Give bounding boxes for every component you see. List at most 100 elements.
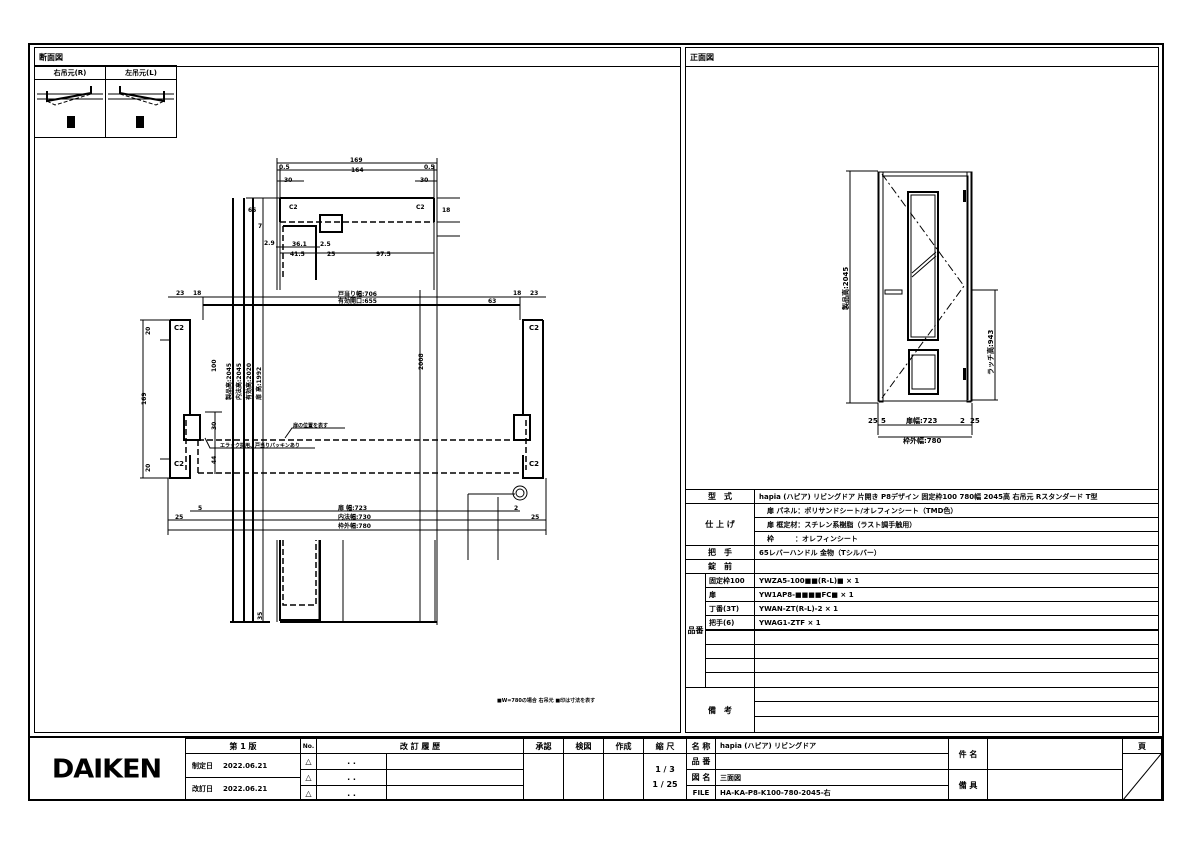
section-drawing: 169 0.5 164 0.5 30 30 65 18 7 2.9 36.1 2… <box>140 157 595 704</box>
dim-label: 23 <box>530 290 538 297</box>
parts-label: 品番 <box>685 573 706 688</box>
name-label: 名 称 <box>686 738 716 754</box>
dim-label: 20 <box>145 464 152 472</box>
dim-label: 扉 幅:723 <box>337 504 367 512</box>
finish-row: 扉 パネル：ポリサンドシート/オレフィンシート（TMD色） <box>754 503 1159 518</box>
dim-label: 2.9 <box>264 240 275 247</box>
annotation-note: エラック採用、戸当りパッキンあり <box>220 442 300 449</box>
dim-label: 5 <box>198 505 202 512</box>
dim-label: 164 <box>351 167 364 174</box>
divider <box>34 137 177 138</box>
page-empty-slash <box>1122 753 1162 801</box>
part-code <box>754 630 1159 645</box>
model-value: hapia (ハピア) リビングドア 片開き P8デザイン 固定枠100 780… <box>754 489 1159 504</box>
approved-label: 承認 <box>523 738 564 754</box>
dim-label: 30 <box>211 422 218 430</box>
revision-history-label: 改 訂 履 歴 <box>316 738 524 754</box>
dim-label: 製品高:2045 <box>841 267 850 311</box>
dim-label: 有効高:2020 <box>245 363 253 400</box>
revision-date: . . <box>316 753 387 770</box>
dim-label: 100 <box>211 359 218 372</box>
dim-label: 25 <box>327 251 335 258</box>
lock-value <box>754 559 1159 574</box>
dim-label: 2.5 <box>320 241 331 248</box>
scale-value: 1 / 3 <box>655 764 675 774</box>
revision-mark-icon: △ <box>300 769 317 786</box>
finish-row: 枠 ：オレフィンシート <box>754 531 1159 546</box>
checked-label: 検図 <box>563 738 604 754</box>
dim-label: 41.5 <box>290 251 305 258</box>
drawn-label: 作成 <box>603 738 644 754</box>
dim-label: 2008 <box>418 353 425 370</box>
part-code <box>754 658 1159 673</box>
dim-label: 内法幅:730 <box>338 513 371 521</box>
chamfer-label: C2 <box>416 204 425 211</box>
head-section-detail: 169 0.5 164 0.5 30 30 65 18 7 2.9 36.1 2… <box>246 157 460 290</box>
part-code: YWAN-ZT(R-L)-2 × 1 <box>754 601 1159 616</box>
drawing-name-value: 三面図 <box>715 769 949 786</box>
subject-value <box>987 738 1123 770</box>
dim-label: 30 <box>284 177 292 184</box>
part-name: 固定枠100 <box>705 573 755 588</box>
chamfer-label: C2 <box>529 460 539 468</box>
revision-content <box>386 753 524 770</box>
handle-label: 把 手 <box>685 545 755 560</box>
drawing-name-label: 図 名 <box>686 769 716 786</box>
section-panel: 断面図 <box>34 47 681 733</box>
established-date: 制定日 2022.06.21 <box>185 753 301 778</box>
revision-content <box>386 769 524 786</box>
finish-row: 扉 框定材：スチレン系樹脂（ラスト調手触用） <box>754 517 1159 532</box>
dim-label: 25 <box>175 514 183 521</box>
finish-label: 仕 上 げ <box>685 503 755 546</box>
name-value: hapia (ハピア) リビングドア <box>715 738 949 754</box>
product-no-value <box>715 753 949 770</box>
hinge-swing-r-icon <box>37 86 103 128</box>
revision-mark-icon: △ <box>300 785 317 801</box>
footnote: ■W=780の場合 右吊元 ■印は寸法を表す <box>497 697 595 704</box>
dim-label: 戸当り幅:706 <box>338 290 377 298</box>
dim-label: 有効開口:655 <box>338 297 377 305</box>
model-label: 型 式 <box>685 489 755 504</box>
dim-label: 枠外幅:780 <box>338 522 371 530</box>
divider <box>35 66 680 67</box>
section-panel-title: 断面図 <box>39 52 63 62</box>
title-block: DAIKEN 第 1 版 制定日 2022.06.21 改訂日 2022.06.… <box>28 736 1164 801</box>
page-label: 頁 <box>1122 738 1162 754</box>
dim-label: 169 <box>350 157 363 164</box>
hinge-swing-l-icon <box>108 86 174 128</box>
remarks-value <box>987 769 1123 801</box>
scale-label: 縮 尺 <box>643 738 687 754</box>
dim-label: 23 <box>176 290 184 297</box>
dim-label: 2 <box>514 505 518 512</box>
dim-label: 内法高:2045 <box>235 363 243 400</box>
part-name: 扉 <box>705 587 755 602</box>
dim-label: 97.5 <box>376 251 391 258</box>
part-code <box>754 644 1159 659</box>
handle-value: 65レバーハンドル 金物（Tシルバー） <box>754 545 1159 560</box>
revision-date: . . <box>316 769 387 786</box>
dim-label: 25 <box>531 514 539 521</box>
part-name <box>705 658 755 673</box>
lever-handle-icon <box>884 289 903 295</box>
part-name: 丁番(3T) <box>705 601 755 616</box>
sill-section-detail <box>230 540 437 623</box>
subject-label: 件 名 <box>948 738 988 770</box>
remarks-label: 備 考 <box>685 687 755 733</box>
revised-value: 2022.06.21 <box>223 785 268 793</box>
dim-label: 製品高:2045 <box>225 363 233 401</box>
dim-label: 5 <box>881 417 886 425</box>
annotation-note: 扉の位置を表す <box>292 422 328 429</box>
file-label: FILE <box>686 785 716 801</box>
established-label: 制定日 <box>192 761 213 770</box>
approved-stamp <box>523 753 564 801</box>
dim-label: 169 <box>141 392 148 405</box>
part-name <box>705 630 755 645</box>
front-panel-title: 正面図 <box>690 52 714 62</box>
dim-label: 0.5 <box>279 164 290 171</box>
daiken-logo: DAIKEN <box>51 754 162 785</box>
chamfer-label: C2 <box>529 324 539 332</box>
remarks-row <box>754 687 1159 702</box>
front-elevation-drawing: 製品高:2045 ラッチ高:943 25 5 扉幅:723 2 25 枠外幅:7… <box>841 170 998 445</box>
scale-value: 1 / 25 <box>652 779 678 789</box>
part-code: YWZA5-100■■(R-L)■ × 1 <box>754 573 1159 588</box>
